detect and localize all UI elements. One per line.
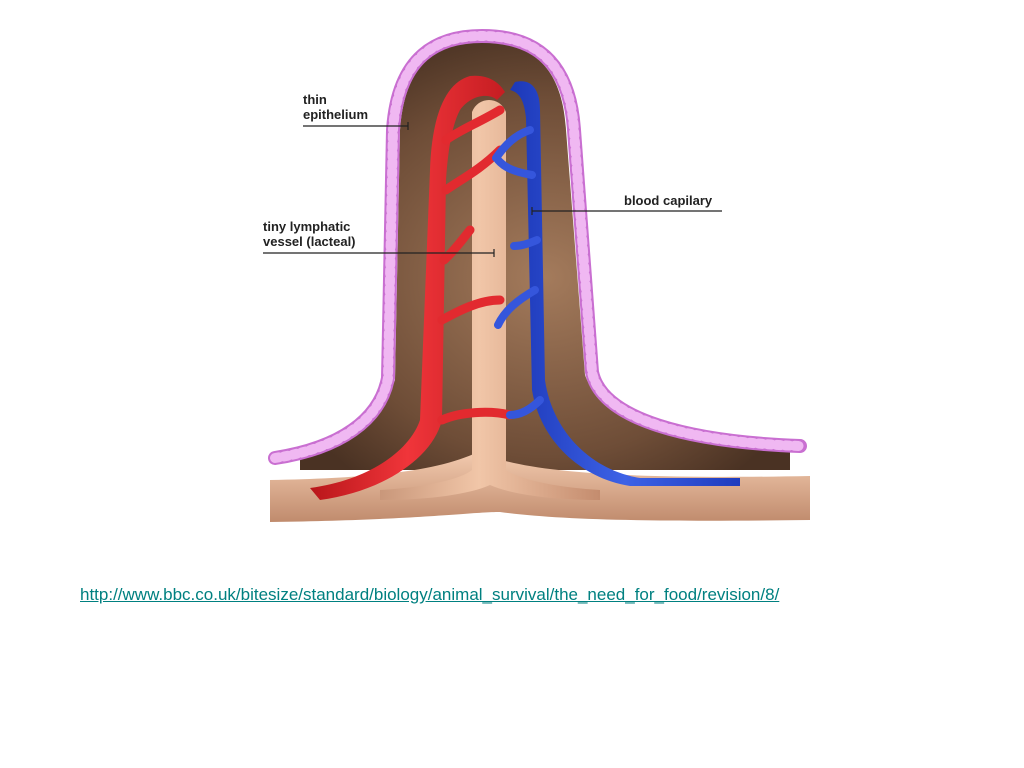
venule xyxy=(510,81,740,487)
epithelium-beads xyxy=(270,30,805,463)
villus-diagram xyxy=(263,28,810,522)
label-thin-epithelium: thin epithelium xyxy=(303,92,369,122)
venule-branches xyxy=(492,126,544,419)
leader-lines xyxy=(263,122,722,257)
label-lacteal: tiny lymphatic vessel (lacteal) xyxy=(263,219,356,249)
label-blood-capillary: blood capilary xyxy=(624,193,713,208)
source-link[interactable]: http://www.bbc.co.uk/bitesize/standard/b… xyxy=(80,585,780,604)
